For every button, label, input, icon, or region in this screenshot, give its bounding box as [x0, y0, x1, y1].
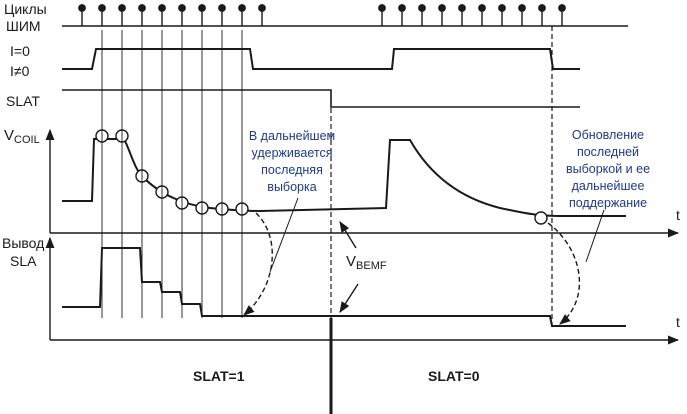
right-annotation-leader	[585, 209, 605, 263]
hold-transfer-arrow	[243, 212, 273, 316]
slat-waveform	[62, 89, 580, 108]
time-axis-label-sla: t	[676, 314, 680, 330]
update-transfer-arrow	[547, 222, 581, 325]
svg-text:поддержание: поддержание	[569, 196, 647, 210]
slat-label: SLAT	[6, 93, 40, 109]
pwm-label-line1: Циклы	[4, 1, 47, 17]
vbemf-arrow-up	[339, 221, 357, 249]
left-annotation: В дальнейшем удерживается последняя выбо…	[249, 129, 335, 194]
output-label-line1: Вывод	[2, 235, 44, 251]
svg-text:последняя: последняя	[261, 163, 323, 177]
svg-text:выборкой и ее: выборкой и ее	[566, 162, 650, 176]
vcoil-label: VCOIL	[4, 127, 40, 146]
left-annotation-leader	[269, 197, 299, 273]
pwm-pulse-group-2	[378, 4, 566, 26]
svg-text:выборка: выборка	[267, 180, 316, 194]
svg-text:Обновление: Обновление	[572, 128, 644, 142]
vbemf-arrow-down	[339, 283, 359, 313]
vbemf-label: VBEMF	[346, 253, 387, 272]
pwm-pulse-group-1	[78, 4, 266, 26]
svg-text:дальнейшее: дальнейшее	[572, 179, 645, 193]
output-label-line2: SLA	[10, 253, 37, 269]
slat-one-region-label: SLAT=1	[193, 368, 245, 384]
current-waveform	[62, 48, 580, 70]
sla-output-waveform	[62, 247, 626, 327]
slat-zero-region-label: SLAT=0	[428, 368, 480, 384]
svg-text:удерживается: удерживается	[252, 146, 333, 160]
current-zero-label: I=0	[10, 43, 30, 59]
pwm-cycles-row	[62, 4, 628, 27]
current-nonzero-label: I≠0	[10, 63, 30, 79]
right-annotation: Обновление последней выборкой и ее дальн…	[566, 128, 650, 210]
time-axis-label-vcoil: t	[676, 207, 680, 223]
sample-guide-lines	[101, 30, 243, 318]
svg-text:последней: последней	[577, 145, 639, 159]
pwm-label-line2: ШИМ	[6, 18, 41, 34]
svg-text:В дальнейшем: В дальнейшем	[249, 129, 335, 143]
